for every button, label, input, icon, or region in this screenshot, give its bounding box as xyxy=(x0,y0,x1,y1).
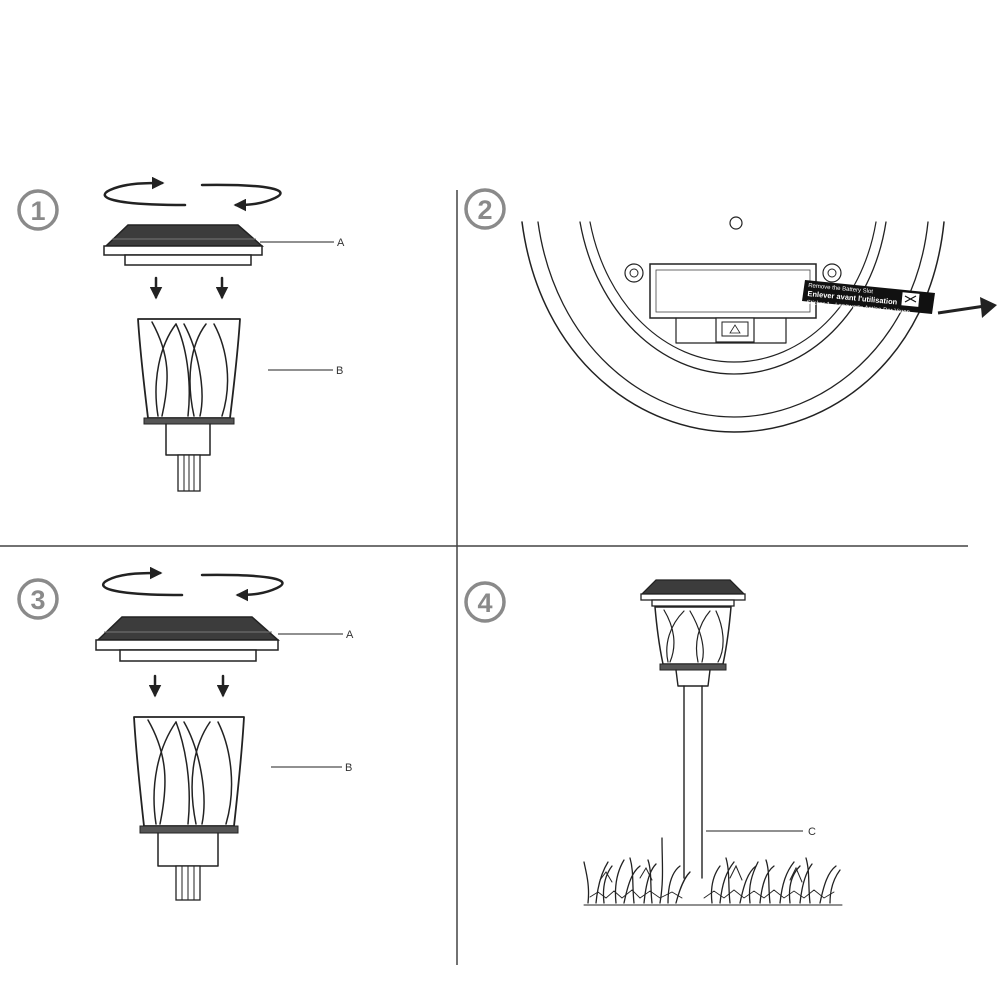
step-number: 3 xyxy=(30,585,45,615)
step-1-panel: 1 A xyxy=(17,176,345,492)
part-label-c: C xyxy=(808,826,816,838)
step-2-panel: 2 Remove the Battery Slot Enlever avant … xyxy=(464,188,997,433)
part-label-a: A xyxy=(337,237,345,249)
part-label-a: A xyxy=(346,629,354,641)
step-3-panel: 3 A xyxy=(17,566,354,901)
lamp-body-b: B xyxy=(137,318,343,492)
pull-right-arrow-icon xyxy=(937,297,997,318)
step-number: 4 xyxy=(477,588,492,618)
step-number: 2 xyxy=(477,195,492,225)
battery-sticker[interactable]: Remove the Battery Slot Enlever avant l'… xyxy=(802,280,935,316)
step-number-badge: 1 xyxy=(17,189,59,231)
down-arrow-icon xyxy=(148,674,230,698)
scissors-icon xyxy=(901,292,920,307)
step-4-panel: 4 C xyxy=(464,579,843,906)
grass-icon xyxy=(583,837,843,906)
rotate-arrows-icon xyxy=(103,176,282,212)
cap-underside xyxy=(521,216,945,433)
step-number-badge: 2 xyxy=(464,188,506,230)
assembled-solar-light: C xyxy=(640,579,816,879)
step-number-badge: 4 xyxy=(464,581,506,623)
solar-cap-a: A xyxy=(103,224,345,266)
down-arrow-icon xyxy=(149,276,229,300)
step-number: 1 xyxy=(30,196,45,226)
step-number-badge: 3 xyxy=(17,578,59,620)
solar-cap-a: A xyxy=(95,616,354,662)
part-label-b: B xyxy=(336,365,343,377)
panel-dividers xyxy=(0,190,968,965)
rotate-arrows-icon xyxy=(102,566,284,602)
part-label-b: B xyxy=(345,762,352,774)
lamp-body-b: B xyxy=(133,716,352,901)
